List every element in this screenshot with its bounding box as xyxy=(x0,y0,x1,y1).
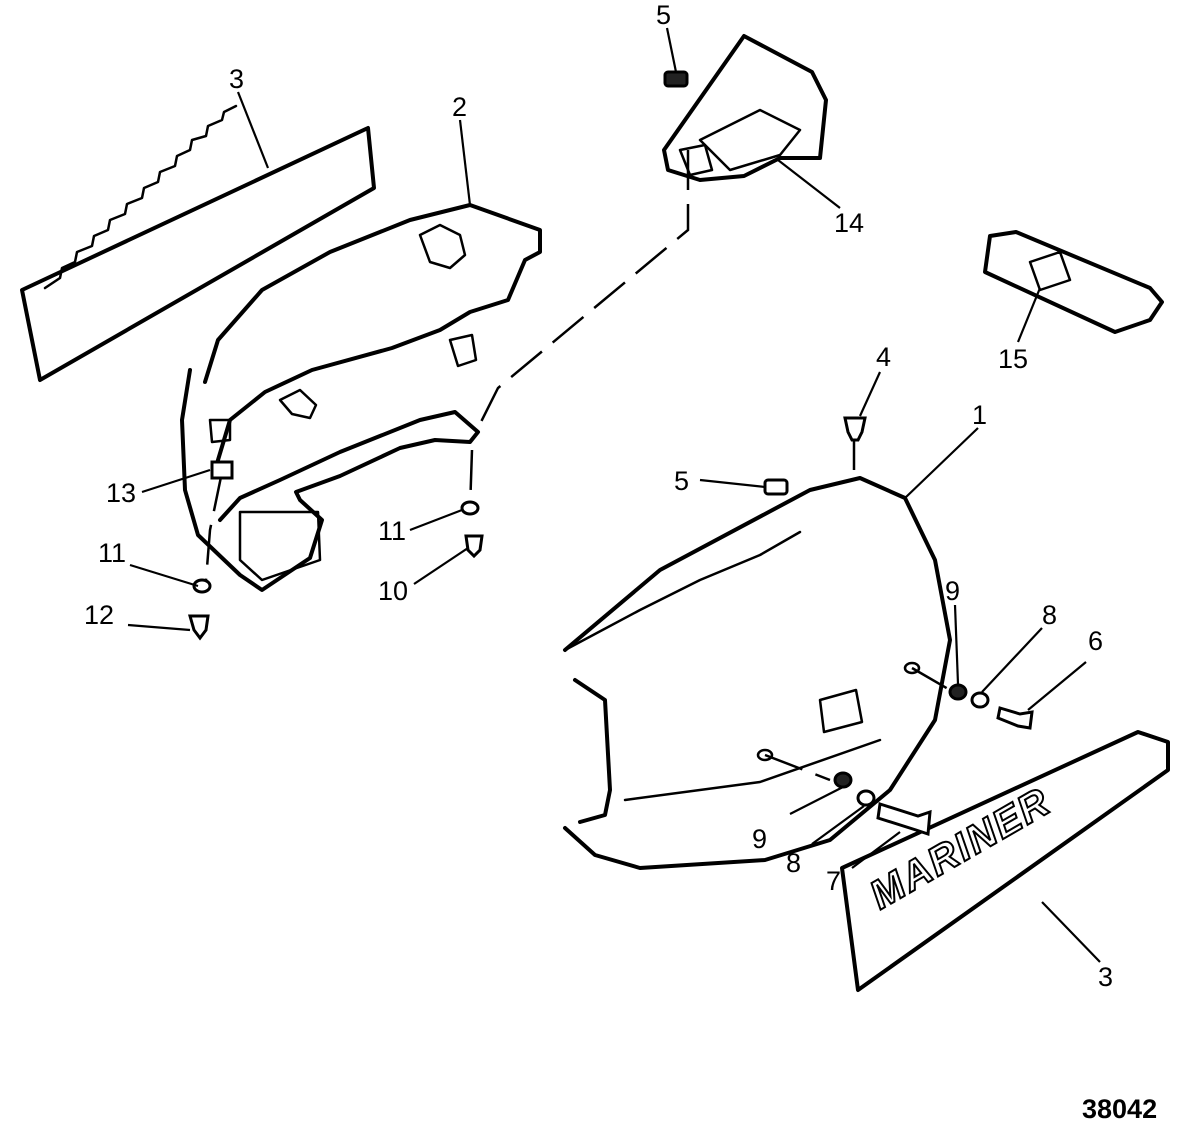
decal-logo-text: MARINER xyxy=(863,779,1059,917)
callout-9-upper: 9 xyxy=(945,576,960,606)
nut-icon xyxy=(970,691,990,709)
callout-8-lower: 8 xyxy=(786,848,801,878)
washer-icon xyxy=(460,500,480,516)
screw-icon xyxy=(464,534,484,559)
callout-1: 1 xyxy=(972,400,987,430)
callout-9-lower: 9 xyxy=(752,824,767,854)
clip-icon xyxy=(763,478,789,496)
cowl-front-half xyxy=(563,476,952,870)
callout-10: 10 xyxy=(378,576,408,606)
leader-lines xyxy=(127,27,1101,963)
washer-icon xyxy=(833,771,853,789)
callout-6: 6 xyxy=(1088,626,1103,656)
callout-13: 13 xyxy=(106,478,136,508)
figure-number: 38042 xyxy=(1082,1094,1157,1124)
callout-5-top: 5 xyxy=(656,0,671,30)
decal-top-left xyxy=(20,104,376,382)
callout-11-left: 11 xyxy=(98,538,126,568)
nut-icon xyxy=(856,789,876,807)
callout-2: 2 xyxy=(452,92,467,122)
callout-15: 15 xyxy=(998,344,1028,374)
washer-icon xyxy=(948,683,968,701)
assembly-lines xyxy=(204,150,951,782)
decal-bottom-right: MARINER xyxy=(840,730,1170,992)
callout-4: 4 xyxy=(876,342,891,372)
hardware xyxy=(188,70,1034,837)
callout-8-upper: 8 xyxy=(1042,600,1057,630)
callout-14: 14 xyxy=(834,208,864,238)
callout-11-mid: 11 xyxy=(378,516,406,546)
callout-5-mid: 5 xyxy=(674,466,689,496)
callout-12: 12 xyxy=(84,600,114,630)
bolt-icon xyxy=(876,802,932,837)
bracket-part-14 xyxy=(662,34,828,182)
washer-icon xyxy=(192,578,212,594)
screw-icon xyxy=(188,614,210,641)
callout-3-top: 3 xyxy=(229,64,244,94)
clip-icon xyxy=(210,460,234,480)
callout-labels: 3 2 5 14 15 4 1 5 13 11 12 11 10 9 8 6 9… xyxy=(84,0,1113,992)
screw-icon xyxy=(843,416,867,442)
duct-part-15 xyxy=(983,230,1164,334)
bolt-icon xyxy=(996,706,1034,730)
callout-7: 7 xyxy=(826,866,841,896)
cowl-rear-half xyxy=(180,203,542,592)
callout-3-bottom: 3 xyxy=(1098,962,1113,992)
clip-icon xyxy=(663,70,689,88)
